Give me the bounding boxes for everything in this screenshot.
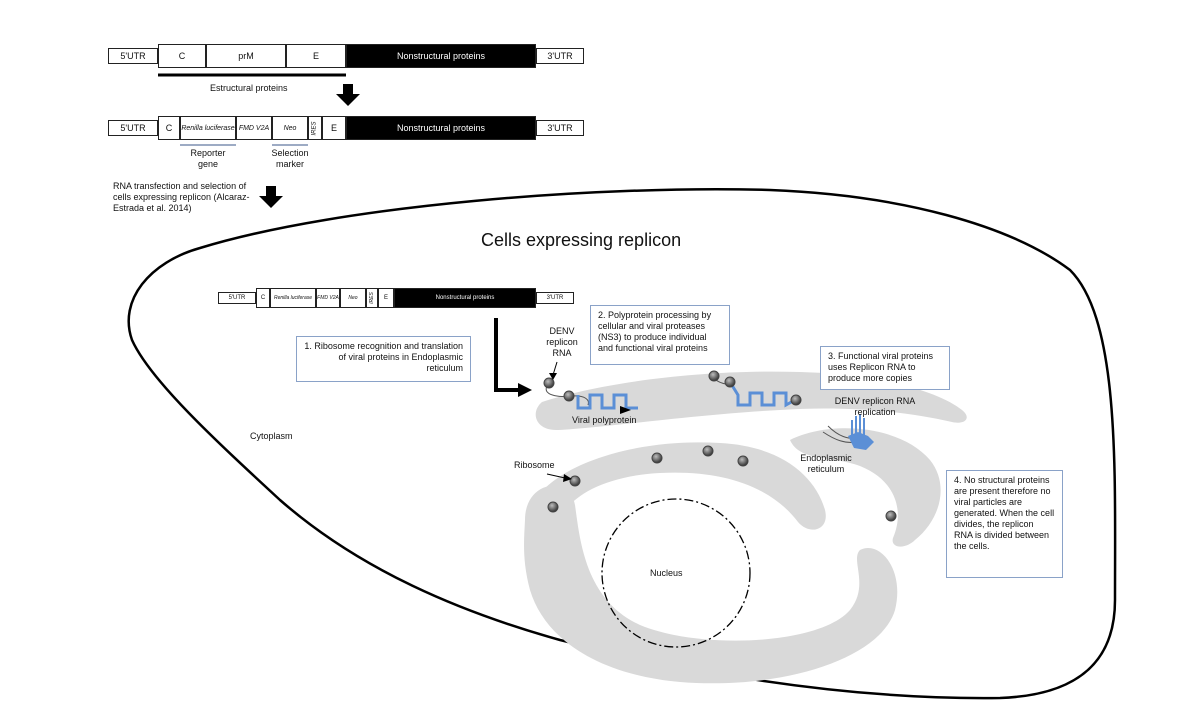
transfection-text: RNA transfection and selection of cells … — [113, 181, 250, 213]
seg-ires: IRES — [366, 288, 378, 308]
seg-fmdv2a: FMD V2A — [316, 288, 340, 308]
seg-neo: Neo — [272, 116, 308, 140]
seg-c: C — [158, 116, 180, 140]
selection-marker-label: Selection marker — [271, 148, 309, 169]
down-arrow-2 — [259, 186, 283, 208]
ribosome-label: Ribosome — [514, 460, 555, 470]
nucleus — [601, 498, 751, 648]
seg-5utr: 5'UTR — [108, 48, 158, 64]
seg-e: E — [322, 116, 346, 140]
viral-polyprotein-label: Viral polyprotein — [572, 415, 637, 425]
er-label: Endoplasmic reticulum — [800, 453, 852, 474]
seg-c: C — [256, 288, 270, 308]
nucleus-label: Nucleus — [650, 568, 683, 578]
reporter-gene-label: Reporter gene — [190, 148, 226, 169]
seg-5utr: 5'UTR — [108, 120, 158, 136]
cytoplasm-label: Cytoplasm — [250, 431, 293, 441]
denv-replicon-rna-label: DENV replicon RNA — [546, 326, 578, 358]
structural-proteins-label: Estructural proteins — [210, 83, 288, 93]
seg-ires: IRES — [308, 116, 322, 140]
seg-prm: prM — [206, 44, 286, 68]
er-bottom-shell — [524, 485, 898, 684]
ribosomes — [543, 370, 897, 522]
seg-3utr: 3'UTR — [536, 48, 584, 64]
er-right-piece — [790, 428, 941, 547]
seg-3utr: 3'UTR — [536, 292, 574, 304]
replication-complex — [822, 414, 874, 450]
seg-c: C — [158, 44, 206, 68]
seg-e: E — [378, 288, 394, 308]
cell-membrane — [127, 188, 1117, 700]
er-lower-arc — [535, 442, 826, 536]
step-2-box: 2. Polyprotein processing by cellular an… — [590, 305, 730, 365]
seg-neo: Neo — [340, 288, 366, 308]
seg-nonstructural: Nonstructural proteins — [346, 44, 536, 68]
seg-renilla: Renilla luciferase — [180, 116, 236, 140]
viral-polyprotein-left — [576, 393, 638, 410]
replication-label: DENV replicon RNA replication — [834, 396, 916, 417]
step-3-box: 3. Functional viral proteins uses Replic… — [820, 346, 950, 390]
seg-5utr: 5'UTR — [218, 292, 256, 304]
cell-title: Cells expressing replicon — [481, 230, 682, 250]
down-arrow-1 — [336, 84, 360, 106]
seg-nonstructural: Nonstructural proteins — [394, 288, 536, 308]
seg-3utr: 3'UTR — [536, 120, 584, 136]
viral-polyprotein-right — [728, 381, 796, 408]
step-1-box: 1. Ribosome recognition and translation … — [296, 336, 471, 382]
seg-fmdv2a: FMD V2A — [236, 116, 272, 140]
translation-arrow — [494, 318, 520, 392]
step-4-box: 4. No structural proteins are present th… — [946, 470, 1063, 578]
seg-e: E — [286, 44, 346, 68]
seg-nonstructural: Nonstructural proteins — [346, 116, 536, 140]
seg-renilla: Renilla luciferase — [270, 288, 316, 308]
